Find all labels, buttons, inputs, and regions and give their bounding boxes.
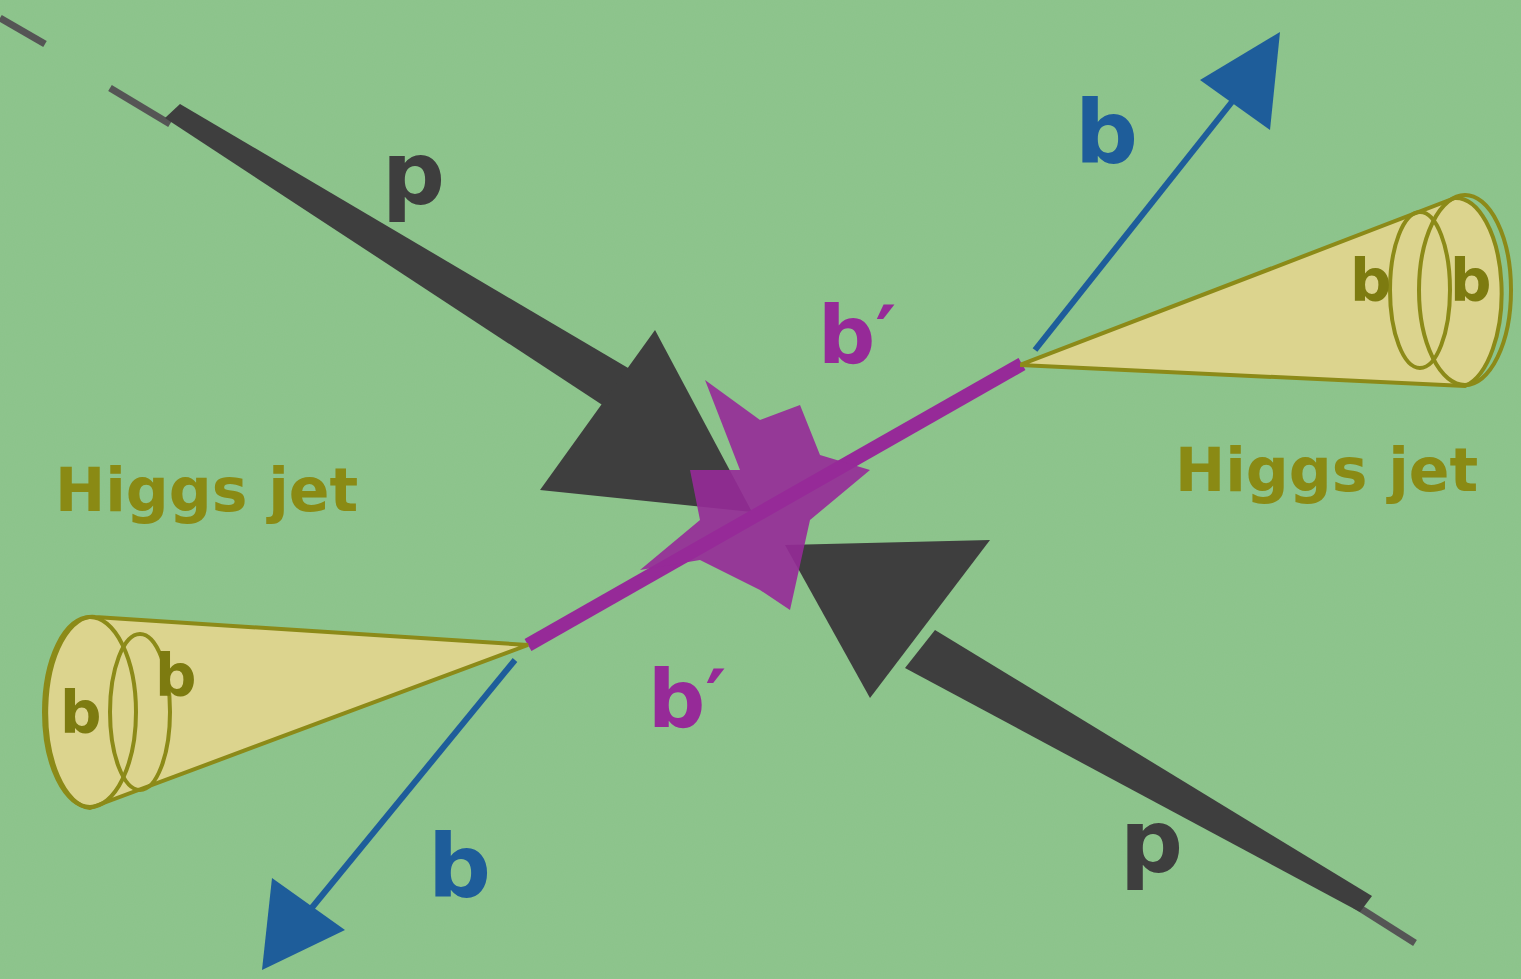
proton-arrowhead: [785, 540, 990, 698]
higgs-jet-cone: bb: [30, 612, 535, 812]
higgs-jet-label: Higgs jet: [55, 460, 358, 520]
b-prime-label: b′: [648, 660, 726, 740]
quark-label: b: [1350, 252, 1392, 310]
cone-shape: [30, 612, 535, 812]
b-prime-line: [528, 364, 1022, 645]
proton-label: p: [1120, 798, 1183, 886]
b-quark-label: b: [1075, 88, 1138, 176]
quark-label: b: [155, 647, 197, 705]
b-quark-arrowhead: [262, 878, 345, 970]
quark-label: b: [60, 684, 102, 742]
proton-arrow: [165, 104, 640, 410]
beam-line: [1355, 905, 1415, 943]
quark-label: b: [1450, 252, 1492, 310]
collision-splash: [640, 380, 870, 610]
proton-arrow: [905, 630, 1372, 912]
b-quark-label: b: [428, 822, 491, 910]
beam-line: [0, 18, 45, 44]
b-quark-arrowhead: [1200, 32, 1280, 130]
cone-shape: [1020, 190, 1515, 390]
higgs-jet-cone: bb: [1020, 190, 1515, 390]
higgs-jet-label: Higgs jet: [1175, 440, 1478, 500]
b-prime-label: b′: [818, 296, 896, 376]
proton-label: p: [382, 130, 445, 218]
beam-line: [110, 88, 170, 124]
